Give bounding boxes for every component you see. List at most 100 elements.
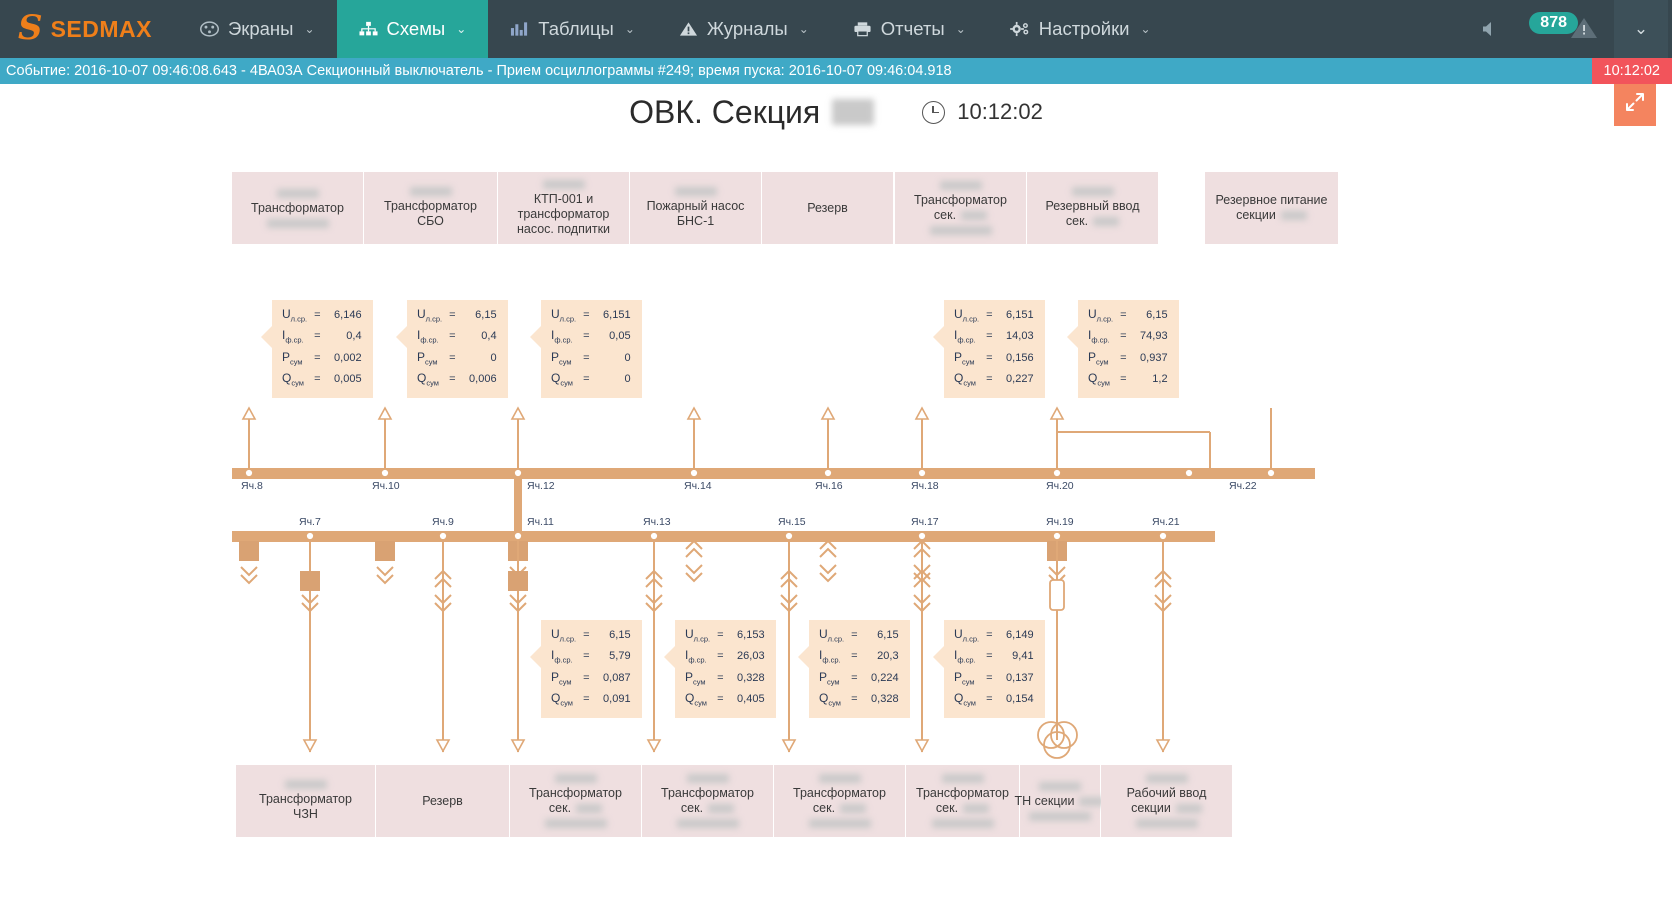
disconnector-upper-c-0 [685,564,703,575]
bus-node-upper-0 [244,468,254,478]
disconnector-upper-c-0 [685,572,703,583]
disconnector-lower-b1-3 [913,577,931,588]
disconnector-upper-0 [240,566,258,577]
nav-item-settings[interactable]: Настройки ⌄ [988,0,1173,58]
equipment-box-bottom-6[interactable]: ТН секции [1015,765,1106,837]
meas-equals: = [314,373,321,386]
equipment-suffix-redacted [963,804,990,814]
equipment-extra-redacted [1029,811,1091,821]
disconnector-upper-c-1 [819,572,837,583]
alarm-badge-group[interactable]: 878 [1507,12,1612,46]
nav-item-tables[interactable]: Таблицы ⌄ [488,0,657,58]
equipment-tag-redacted [941,774,984,783]
meas-row-reactive-power: Qсум=0,405 [683,690,767,711]
breaker-lower-a-0[interactable] [300,571,320,591]
expand-fullscreen-button[interactable] [1614,84,1656,126]
equipment-label-line: Трансформатор [384,199,477,213]
meas-row-active-power: Pсум=0 [549,349,633,370]
event-bar-clock: 10:12:02 [1591,58,1672,84]
disconnector-lower-a-1 [509,602,527,613]
cell-label-upper-3: Яч.14 [684,480,712,492]
equipment-box-bottom-1[interactable]: Резерв [376,765,509,837]
bus-node-lower-0 [305,531,315,541]
equipment-box-top-4[interactable]: Резерв [762,172,893,244]
meas-equals: = [986,693,993,706]
event-ticker-bar: Событие: 2016-10-07 09:46:08.643 - 4ВА03… [0,58,1672,84]
disconnector-upper-0 [240,574,258,585]
nav-item-journals[interactable]: Журналы ⌄ [657,0,831,58]
brand-logo-group[interactable]: S SEDMAX [0,0,178,58]
disconnector-lower-b1-2 [780,569,798,580]
meas-symbol: Uл.ср. [685,627,711,644]
nav-item-reports[interactable]: Отчеты ⌄ [831,0,988,58]
disconnector-upper-c-1 [819,564,837,575]
meas-symbol: Iф.ср. [954,648,976,665]
nav-collapse-button[interactable]: ⌄ [1614,0,1668,58]
meas-value: 0,154 [1006,693,1034,706]
meas-row-active-power: Pсум=0,328 [683,669,767,690]
cell-label-lower-2: Яч.11 [527,516,554,528]
breaker-upper-1[interactable] [375,541,395,561]
meas-equals: = [314,330,321,343]
meas-row-voltage: Uл.ср.=6,151 [549,306,633,327]
disconnector-lower-b1-3 [913,569,931,580]
meas-value: 0,05 [609,330,631,343]
equipment-tag-redacted [554,774,597,783]
disconnector-lower-a-1 [509,594,527,605]
disconnector-lower-b1-1 [645,569,663,580]
ct-box-vt [1049,579,1065,611]
speaker-icon[interactable] [1475,20,1505,38]
nav-item-screens[interactable]: Экраны ⌄ [178,0,337,58]
nav-item-diagrams[interactable]: Схемы ⌄ [336,0,489,58]
nav-spacer [1173,0,1476,58]
meas-symbol: Uл.ср. [551,307,577,324]
meas-equals: = [583,373,590,386]
breaker-upper-0[interactable] [239,541,259,561]
meas-symbol: Iф.ср. [954,328,976,345]
meas-row-voltage: Uл.ср.=6,15 [549,626,633,647]
meas-equals: = [583,650,590,663]
equipment-label-line: трансформатор [517,206,610,221]
meas-symbol: Uл.ср. [417,307,443,324]
table-icon [510,21,529,37]
equipment-box-top-0[interactable]: Трансформатор [232,172,363,244]
chevron-down-icon: ⌄ [624,22,635,36]
meas-symbol: Uл.ср. [954,627,980,644]
disconnector-lower-b2-0 [434,602,452,613]
cell-label-upper-4: Яч.16 [815,480,843,492]
equipment-label-line: секции [1236,208,1307,223]
meas-value: 1,2 [1152,373,1168,386]
meas-row-active-power: Pсум=0,087 [549,669,633,690]
breaker-lower-a-1[interactable] [508,571,528,591]
meas-symbol: Pсум [954,669,975,687]
meas-symbol: Pсум [819,669,840,687]
equipment-label-line: сек. [1066,214,1120,229]
chevron-down-icon: ⌄ [456,22,467,36]
bus-node-reserve-left [1184,468,1194,478]
meas-equals: = [986,330,993,343]
equipment-tag-redacted [409,187,452,196]
meas-equals: = [449,309,456,321]
meas-equals: = [583,671,590,684]
